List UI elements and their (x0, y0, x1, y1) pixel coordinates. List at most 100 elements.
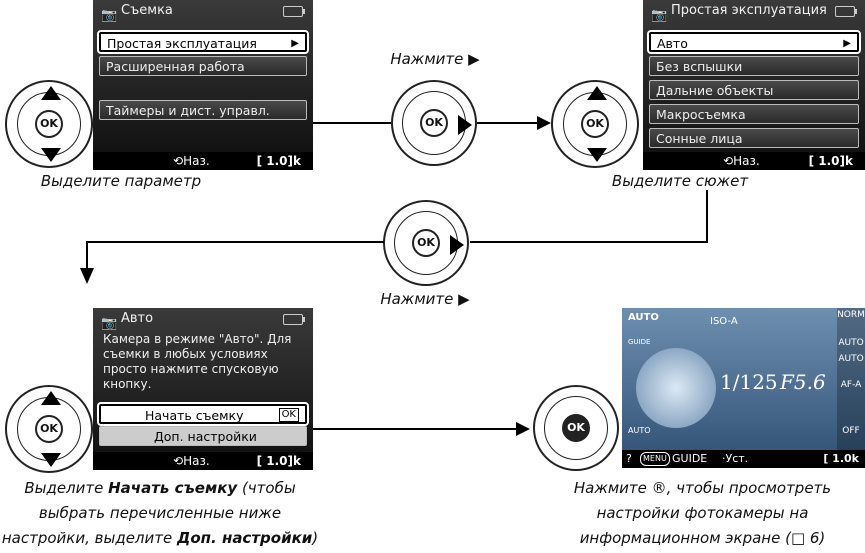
menu-item-macro[interactable]: Макросъемка (649, 104, 859, 124)
menu-item-label: Простая эксплуатация (107, 36, 257, 51)
menu-item-label: Без вспышки (656, 59, 743, 74)
arrow-head (80, 268, 94, 284)
menu-item-sleeping-faces[interactable]: Сонные лица (649, 128, 859, 148)
ok-button[interactable]: OK (35, 110, 63, 138)
multi-selector-right[interactable]: OK (391, 80, 477, 166)
arrow-head (516, 422, 530, 436)
shots-remaining: [ 1.0k (823, 452, 859, 465)
connector-line (470, 241, 708, 243)
bottom-bar: ⟲Наз. [ 1.0]k (93, 452, 313, 470)
screen-title-bar: 📷 Авто (93, 308, 313, 331)
auto-label: AUTO (628, 426, 651, 435)
bottom-bar: ⟲Наз. [ 1.0]k (643, 152, 865, 170)
information-display: AUTO GUIDE ISO-A 1/125 F5.6 NORM AUTO AU… (622, 308, 865, 468)
connector-line (706, 190, 708, 242)
shots-remaining: [ 1.0]k (256, 454, 301, 468)
arrow-right-icon: ▶ (291, 38, 299, 49)
ok-button[interactable]: OK (420, 109, 448, 137)
menu-item-label: Дальние объекты (656, 83, 774, 98)
ok-button[interactable]: OK (562, 414, 590, 442)
wb-label: AUTO (838, 338, 864, 348)
down-arrow-icon (41, 453, 61, 467)
menu-item-label: Доп. настройки (154, 429, 257, 444)
connector-line (86, 241, 88, 271)
menu-screen-simple-operation: 📷 Простая эксплуатация Авто ▶ Без вспышк… (643, 0, 865, 170)
menu-item-label: Макросъемка (656, 107, 746, 122)
connector-line (86, 241, 384, 243)
menu-item-no-flash[interactable]: Без вспышки (649, 56, 859, 76)
screen-title: Авто (121, 311, 154, 326)
set-hint: ·Уст. (722, 452, 749, 465)
help-icon: ? (626, 452, 632, 465)
caption-press-right-1: Нажмите ▶ (390, 50, 480, 68)
battery-icon (283, 6, 305, 17)
arrow-right-icon: ▶ (843, 38, 851, 49)
start-shooting-item[interactable]: Начать съемку OK (97, 402, 309, 426)
caption-highlight-scene: Выделите сюжет (611, 172, 749, 190)
connector-line (313, 428, 518, 430)
menu-item-label: Начать съемку (145, 408, 244, 423)
bottom-bar: ⟲Наз. [ 1.0]k (93, 152, 313, 170)
multi-selector-up-down[interactable]: OK (551, 80, 639, 168)
screen-title-bar: 📷 Простая эксплуатация (643, 0, 865, 23)
down-arrow-icon (41, 148, 61, 162)
menu-item-advanced[interactable]: Расширенная работа (99, 56, 307, 76)
ok-button[interactable]: OK (35, 415, 63, 443)
menu-item-timers[interactable]: Таймеры и дист. управл. (99, 100, 307, 120)
multi-selector-right[interactable]: OK (383, 200, 469, 286)
menu-screen-shooting: 📷 Съемка Простая эксплуатация ▶ Расширен… (93, 0, 313, 170)
battery-icon (283, 314, 305, 325)
advanced-settings-item[interactable]: Доп. настройки (99, 426, 307, 446)
up-arrow-icon (41, 391, 61, 405)
down-arrow-icon (587, 148, 607, 162)
menu-item-label: Расширенная работа (106, 59, 245, 74)
caption-bottom-right: Нажмите ®, чтобы просмотреть настройки ф… (573, 479, 832, 547)
back-hint: ⟲Наз. (723, 154, 760, 168)
auto-mode-description: Камера в режиме "Авто". Для съемки в люб… (103, 332, 292, 391)
up-arrow-icon (587, 86, 607, 100)
ok-button[interactable]: OK (581, 110, 609, 138)
iso-label: ISO-A (710, 316, 738, 327)
menu-item-label: Таймеры и дист. управл. (106, 103, 270, 118)
af-mode-label: AF-A (840, 380, 862, 390)
bottom-bar: ? MENU GUIDE ·Уст. [ 1.0k (622, 450, 865, 468)
camera-icon: 📷 (101, 316, 118, 331)
adl-label: OFF (842, 426, 860, 436)
menu-item-auto[interactable]: Авто ▶ (647, 30, 861, 54)
menu-item-label: Авто (657, 36, 688, 51)
guide-label: GUIDE (672, 452, 708, 465)
right-arrow-icon (458, 115, 472, 135)
aperture-icon (636, 348, 716, 428)
connector-line (477, 122, 539, 124)
shots-remaining: [ 1.0]k (256, 154, 301, 168)
multi-selector-up-down[interactable]: OK (5, 80, 93, 168)
shutter-speed: 1/125 (720, 370, 778, 394)
multi-selector-ok[interactable]: OK (533, 385, 619, 471)
menu-item-distant[interactable]: Дальние объекты (649, 80, 859, 100)
camera-icon: 📷 (651, 8, 668, 23)
image-quality-label: NORM (837, 310, 865, 320)
auto-mode-screen: 📷 Авто Камера в режиме "Авто". Для съемк… (93, 308, 313, 470)
arrow-head (537, 116, 551, 130)
menu-item-simple-operation[interactable]: Простая эксплуатация ▶ (97, 30, 309, 54)
guide-small-label: GUIDE (628, 338, 651, 346)
screen-title-bar: 📷 Съемка (93, 0, 313, 23)
caption-bottom-left: Выделите Начать съемку (чтобы выбрать пе… (1, 479, 319, 547)
ok-button[interactable]: OK (412, 229, 440, 257)
connector-line (313, 122, 391, 124)
menu-item-label: Сонные лица (656, 131, 743, 146)
screen-title: Простая эксплуатация (671, 3, 827, 18)
iso-auto-label: AUTO (838, 354, 864, 364)
right-arrow-icon (450, 235, 464, 255)
screen-title: Съемка (121, 3, 173, 18)
mode-label: AUTO (628, 312, 659, 323)
ok-icon: OK (278, 408, 299, 422)
shots-remaining: [ 1.0]k (808, 154, 853, 168)
multi-selector-up-down[interactable]: OK (5, 385, 93, 473)
caption-press-right-2: Нажмите ▶ (380, 290, 470, 308)
caption-highlight-param: Выделите параметр (40, 172, 202, 190)
back-hint: ⟲Наз. (173, 154, 210, 168)
aperture-value: F5.6 (780, 370, 826, 394)
battery-icon (835, 6, 857, 17)
camera-icon: 📷 (101, 8, 118, 23)
